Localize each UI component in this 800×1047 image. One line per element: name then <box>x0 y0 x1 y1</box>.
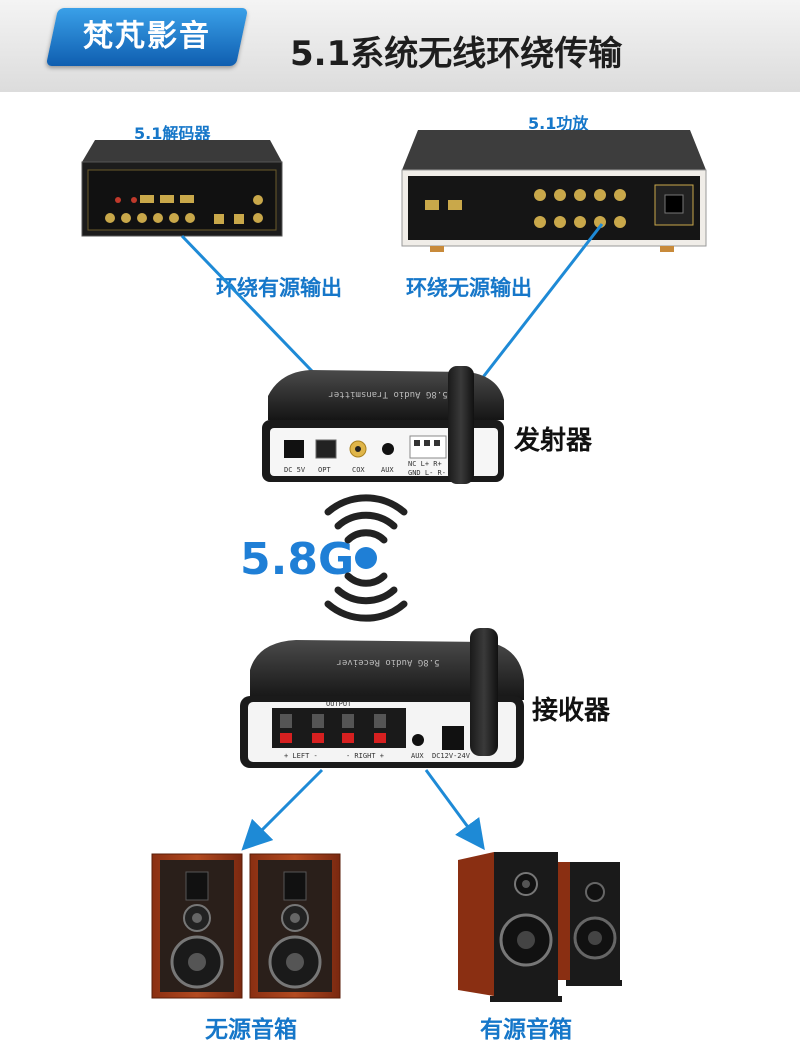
active-speaker-front <box>458 852 562 1002</box>
passive-speaker-left <box>151 853 243 999</box>
port-dc: DC 5V <box>284 466 306 474</box>
transmitter-antenna <box>448 366 474 484</box>
amplifier-label: 5.1功放 <box>528 114 589 133</box>
page-title: 5.1系统无线环绕传输 <box>290 34 623 74</box>
port-nc: NC L+ R+ <box>408 460 442 468</box>
port-gnd: GND L- R- <box>408 469 446 477</box>
receiver-port-dc: DC12V-24V <box>432 752 471 760</box>
receiver-top-text: 5.8G Audio Receiver <box>336 657 440 667</box>
amplifier-device <box>401 130 707 252</box>
transmitter-label: 发射器 <box>514 426 593 456</box>
receiver-label: 接收器 <box>532 696 611 726</box>
wireless-signal-icon <box>324 494 408 622</box>
decoder-label: 5.1解码器 <box>134 124 211 143</box>
passive-speaker-arrow <box>241 768 324 851</box>
receiver-device: 5.8G Audio Receiver OUTPUT + LEFT - - RI… <box>240 628 524 768</box>
receiver-port-right: - RIGHT + <box>346 752 384 760</box>
receiver-antenna <box>470 628 498 756</box>
receiver-port-left: + LEFT - <box>284 752 318 760</box>
active-out-label: 环绕有源输出 <box>216 276 342 300</box>
frequency-label: 5.8G <box>240 534 355 585</box>
passive-speaker-right <box>249 853 341 999</box>
transmitter-top-text: 5.8G Audio Transmitter <box>328 389 448 399</box>
decoder-device <box>81 140 283 237</box>
passive-speaker-label: 无源音箱 <box>205 1017 297 1043</box>
active-speaker-label: 有源音箱 <box>480 1017 572 1043</box>
receiver-port-output: OUTPUT <box>326 700 352 708</box>
port-opt: OPT <box>318 466 331 474</box>
port-aux: AUX <box>381 466 394 474</box>
active-speakers <box>458 852 622 1002</box>
transmitter-device: 5.8G Audio Transmitter DC 5V OPT COX AUX… <box>262 366 504 484</box>
receiver-port-aux: AUX <box>411 752 424 760</box>
passive-speakers <box>151 853 341 999</box>
port-cox: COX <box>352 466 365 474</box>
active-speaker-back <box>554 862 622 986</box>
passive-out-label: 环绕无源输出 <box>406 276 532 300</box>
active-speaker-arrow <box>424 769 485 851</box>
